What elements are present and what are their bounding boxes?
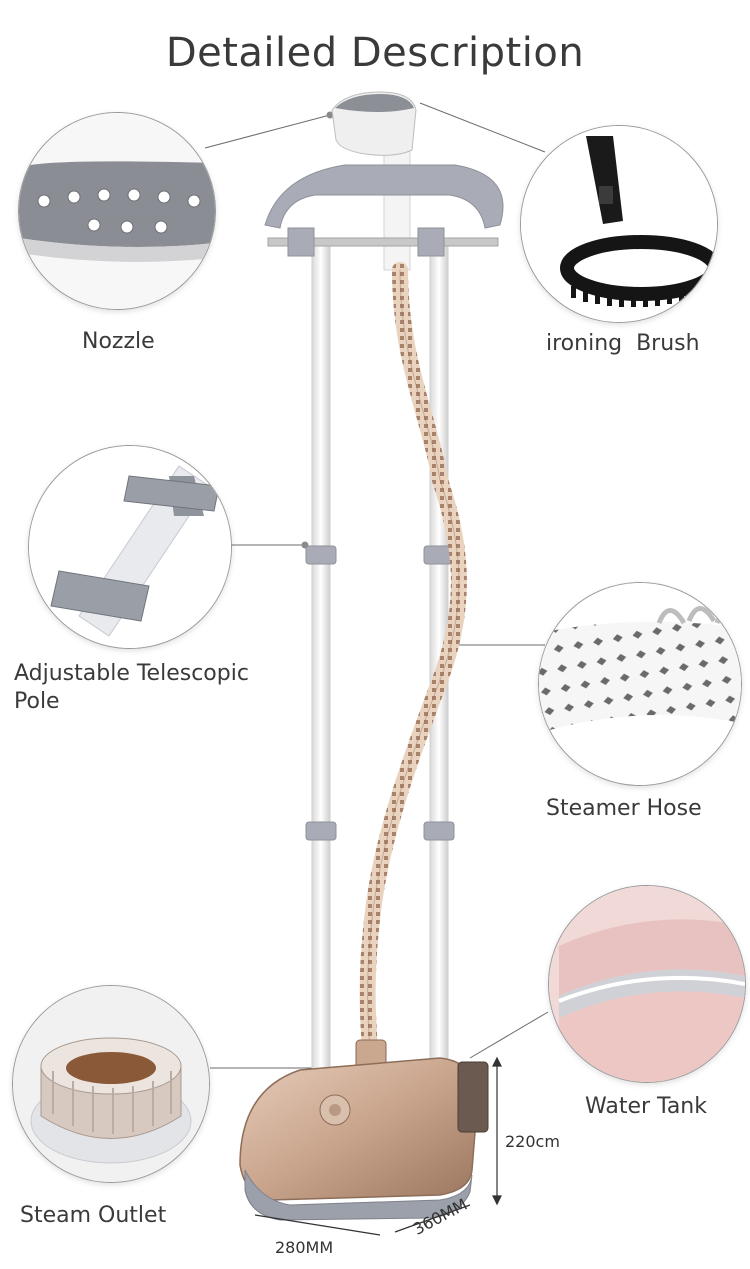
- pole-detail-image: [29, 446, 231, 648]
- left-pole: [311, 239, 331, 1091]
- brush-detail-circle: [520, 125, 718, 323]
- outlet-detail-image: [13, 986, 209, 1182]
- brush-label: ironing Brush: [546, 331, 700, 356]
- pole-clip: [305, 821, 337, 841]
- outlet-label: Steam Outlet: [20, 1203, 167, 1228]
- dimension-lines: [254, 1056, 502, 1236]
- nozzle-detail-circle: [18, 112, 216, 310]
- base-plinth: [244, 1169, 473, 1221]
- steamer-hose: [359, 262, 467, 1058]
- leader-line-tank: [469, 1011, 549, 1059]
- brush-detail-image: [521, 126, 717, 322]
- page-title: Detailed Description: [165, 30, 585, 76]
- pole-clip: [423, 821, 455, 841]
- nozzle-detail-image: [19, 113, 215, 309]
- base-body: [239, 1057, 479, 1201]
- leader-line-nozzle: [204, 114, 331, 149]
- tank-label: Water Tank: [585, 1094, 707, 1119]
- tank-detail-image: [549, 886, 745, 1082]
- outlet-detail-circle: [12, 985, 210, 1183]
- hose-detail-circle: [538, 582, 742, 786]
- hose-label: Steamer Hose: [546, 796, 702, 821]
- hanger: [264, 164, 504, 229]
- water-tank: [457, 1061, 489, 1133]
- tank-detail-circle: [548, 885, 746, 1083]
- pole-label: Adjustable Telescopic Pole: [14, 661, 249, 714]
- hose-detail-image: [539, 583, 741, 785]
- width-dimension-label: 280MM: [275, 1238, 334, 1257]
- pole-detail-circle: [28, 445, 232, 649]
- nozzle-label: Nozzle: [82, 329, 155, 354]
- leader-line-brush: [419, 102, 546, 153]
- hanger-bar: [267, 237, 499, 247]
- height-dimension-label: 220cm: [505, 1132, 560, 1151]
- pole-clip: [305, 545, 337, 565]
